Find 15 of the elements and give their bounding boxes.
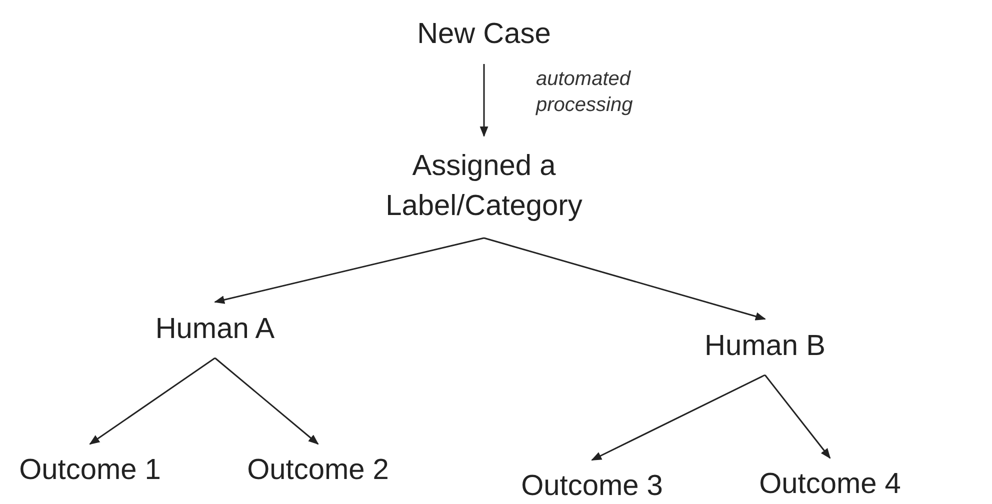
node-label: Assigned a Label/Category [384,149,584,224]
arrow [764,374,831,459]
node-label: Outcome 4 [759,467,901,502]
arrow [480,64,488,138]
node-label: New Case [417,17,551,52]
node-label: Outcome 2 [247,453,389,488]
node-label: Outcome 3 [521,469,663,504]
arrow [214,357,319,445]
arrow [591,374,766,461]
node-label: Outcome 1 [19,453,161,488]
arrow [484,237,766,320]
arrow [214,237,484,304]
arrow [89,357,216,445]
node-label: Human B [704,329,826,364]
node-label: Human A [155,312,275,347]
